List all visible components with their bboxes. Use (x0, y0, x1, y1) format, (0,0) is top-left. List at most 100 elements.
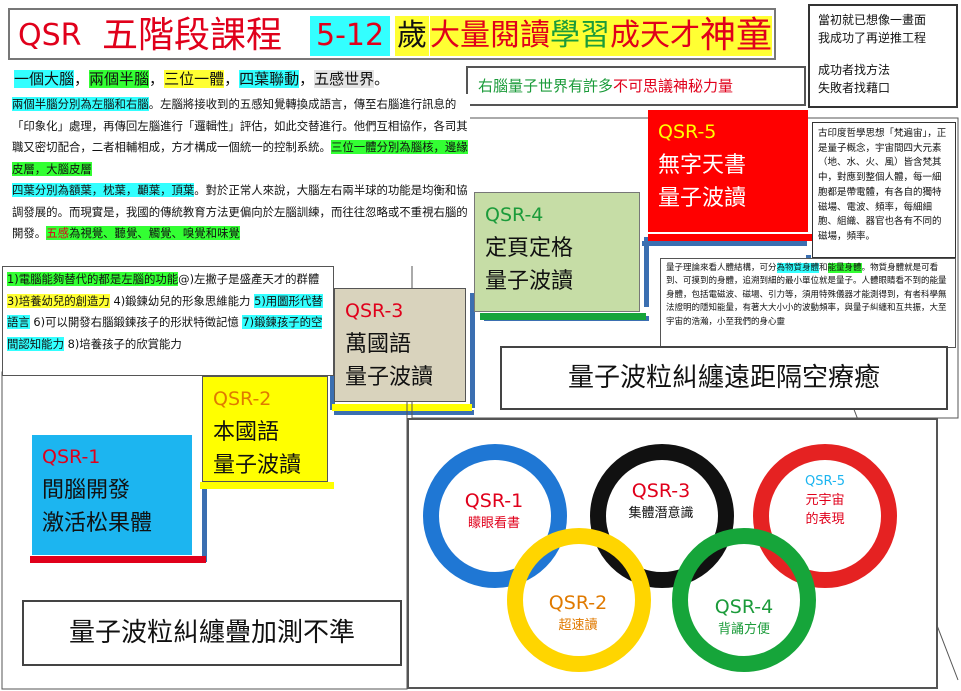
stair-4-code: QSR-4 (485, 204, 544, 226)
slogan-sep: ， (74, 70, 90, 88)
ability-6: 6)可以開發右腦鍛鍊孩子的形狀特徵記憶 (33, 315, 239, 329)
ring-label-qsr-2: QSR-2 超速讀 (513, 592, 643, 633)
stair-3-line-2: 量子波讀 (345, 365, 434, 390)
indian-philosophy-note: 古印度哲學思想「梵遍宙」，正是量子概念，宇宙間四大元素（地、水、火、風）皆含梵其… (812, 122, 956, 258)
qnote-energy-body: 能量身體 (827, 263, 862, 273)
note-line-4: 失敗者找藉口 (818, 81, 891, 95)
stair-5-line-1: 無字天書 (658, 153, 747, 178)
ring-4-code: QSR-4 (714, 596, 774, 618)
slogan-end: 。 (374, 70, 390, 88)
ring-label-qsr-1: QSR-1 矇眼看書 (429, 490, 559, 531)
intro-lobes: 四葉分別為額葉，枕葉，顳葉，頂葉 (12, 183, 195, 197)
motto-note: 當初就已想像一畫面 我成功了再逆推工程 成功者找方法 失敗者找藉口 (808, 4, 958, 108)
stair-2-code: QSR-2 (213, 388, 272, 410)
ring-1-sub: 矇眼看書 (467, 516, 520, 531)
banner-have-many: 有許多 (568, 77, 614, 95)
note-line-3: 成功者找方法 (818, 63, 891, 77)
ring-5-sub-2: 的表現 (805, 512, 845, 527)
intro-five-senses-label: 五感 (46, 226, 69, 240)
stair-4-line-1: 定頁定格 (485, 236, 574, 261)
ability-1: 1)電腦能夠替代的都是左腦的功能 (7, 272, 179, 286)
note-line-1: 當初就已想像一畫面 (818, 13, 927, 27)
ring-label-qsr-5: QSR-5 元宇宙 的表現 (770, 474, 880, 527)
ability-8: 8)培養孩子的欣賞能力 (67, 336, 182, 351)
banner-mysterious-power: 不可思議神秘力量 (613, 77, 734, 95)
qnote-body: 。物質身體就是可看到、可摸到的身體，追溯到細的最小單位就是量子。人體眼睛看不到的… (666, 263, 947, 327)
intro-hemispheres: 兩個半腦分別為左腦和右腦 (12, 97, 149, 111)
remote-healing-text: 量子波粒糾纏遠距隔空療癒 (567, 363, 880, 393)
slogan-one-brain: 一個大腦 (14, 70, 75, 88)
qsr-rings-panel: QSR-1 矇眼看書 QSR-3 集體潛意識 QSR-5 元宇宙 的表現 QSR… (407, 418, 938, 689)
ability-3: 3)培養幼兒的創造力 (7, 293, 110, 308)
ring-5-sub: 元宇宙 (805, 493, 845, 508)
qnote-and: 和 (819, 263, 828, 273)
title-become: 成天才 (610, 16, 700, 56)
slogan-trinity: 三位一體 (164, 70, 225, 88)
slogan-sep: ， (299, 70, 315, 88)
superposition-box: 量子波粒糾纏疊加測不準 (22, 600, 402, 666)
ring-4-sub: 背誦方便 (717, 622, 770, 637)
brain-intro-text: 兩個半腦分別為左腦和右腦。左腦將接收到的五感知覺轉換成語言，傳至右腦進行訊息的「… (12, 94, 470, 266)
quantum-body-note: 量子理論來看人體結構，可分為物質身體和能量身體。物質身體就是可看到、可摸到的身體… (660, 258, 956, 348)
ring-2-code: QSR-2 (548, 592, 608, 614)
stair-qsr-1: QSR-1 間腦開發 激活松果體 (32, 435, 192, 555)
slogan-two-hemi: 兩個半腦 (89, 70, 150, 88)
title-prodigy: 神童 (700, 15, 773, 56)
ring-3-sub: 集體潛意識 (628, 506, 694, 521)
ring-qsr-1 (423, 444, 567, 588)
title-big-reading: 大量閱讀 (430, 16, 550, 56)
remote-healing-box: 量子波粒糾纏遠距隔空療癒 (500, 346, 948, 410)
ring-qsr-2 (507, 528, 651, 672)
title-ages: 5-12 (310, 16, 391, 56)
intro-hemispheres-body: 。左腦將接收到的五感知覺轉換成語言，傳至右腦進行訊息的「印象化」處理，再傳回左腦… (12, 97, 468, 154)
title-learn: 學習 (550, 16, 610, 56)
stair-5-line-2: 量子波讀 (658, 186, 747, 211)
right-brain-banner: 右腦量子世界有許多不可思議神秘力量 (466, 66, 806, 106)
stair-underline-2 (200, 482, 334, 489)
ring-label-qsr-3: QSR-3 集體潛意識 (596, 480, 726, 521)
qnote-physical-body: 為物質身體 (776, 263, 820, 273)
slogan-four-lobes: 四葉聯動 (239, 70, 300, 88)
stair-4-line-2: 量子波讀 (485, 269, 574, 294)
stair-line-5-horizontal (642, 241, 807, 246)
ring-5-code: QSR-5 (805, 474, 845, 489)
brain-slogan: 一個大腦，兩個半腦，三位一體，四葉聯動，五感世界。 (14, 66, 474, 92)
stair-2-line-1: 本國語 (213, 420, 280, 445)
qnote-intro: 量子理論來看人體結構，可分 (666, 263, 777, 273)
slogan-sep: ， (224, 70, 240, 88)
stair-qsr-4: QSR-4 定頁定格 量子波讀 (474, 192, 640, 312)
slogan-five-senses: 五感世界 (314, 70, 375, 88)
stair-underline-1 (30, 556, 206, 563)
superposition-text: 量子波粒糾纏疊加測不準 (68, 618, 355, 648)
stair-5-code: QSR-5 (658, 121, 717, 143)
stair-line-4-vertical (644, 237, 649, 307)
sage-text: 古印度哲學思想「梵遍宙」，正是量子概念，宇宙間四大元素（地、水、火、風）皆含梵其… (818, 128, 947, 242)
stair-2-line-2: 量子波讀 (213, 453, 302, 478)
stair-1-line-2: 激活松果體 (42, 511, 153, 536)
stair-1-code: QSR-1 (42, 446, 101, 468)
rings-diagram (423, 444, 897, 672)
title-sui: 歲 (395, 16, 429, 56)
intro-five-senses: 為視覺、聽覺、觸覺、嗅覺和味覺 (68, 226, 240, 240)
stair-line-3-vertical (470, 293, 475, 408)
ring-2-sub: 超速讀 (558, 618, 598, 633)
ability-4: 4)鍛鍊幼兒的形象思維能力 (113, 293, 251, 308)
ring-1-code: QSR-1 (464, 490, 524, 512)
title-qsr: QSR (18, 18, 82, 53)
stair-underline-3 (332, 404, 472, 411)
stair-1-line-1: 間腦開發 (42, 478, 131, 503)
stair-qsr-3: QSR-3 萬國語 量子波讀 (334, 288, 466, 402)
stair-qsr-5: QSR-5 無字天書 量子波讀 (648, 110, 808, 232)
stair-3-code: QSR-3 (345, 300, 404, 322)
title-stages: 五階段課程 (102, 15, 283, 56)
stair-underline-4 (480, 313, 646, 320)
stair-3-line-1: 萬國語 (345, 332, 412, 357)
ring-qsr-3 (590, 444, 734, 588)
ring-3-code: QSR-3 (631, 480, 691, 502)
ability-2: @)左撇子是盛產天才的群體 (178, 272, 320, 286)
ring-qsr-5 (753, 444, 897, 588)
right-brain-abilities: 1)電腦能夠替代的都是左腦的功能@)左撇子是盛產天才的群體 3)培養幼兒的創造力… (2, 266, 334, 376)
stair-underline-5 (648, 234, 812, 241)
banner-quantum-world: 右腦量子世界 (478, 77, 569, 95)
note-line-2: 我成功了再逆推工程 (818, 31, 927, 45)
